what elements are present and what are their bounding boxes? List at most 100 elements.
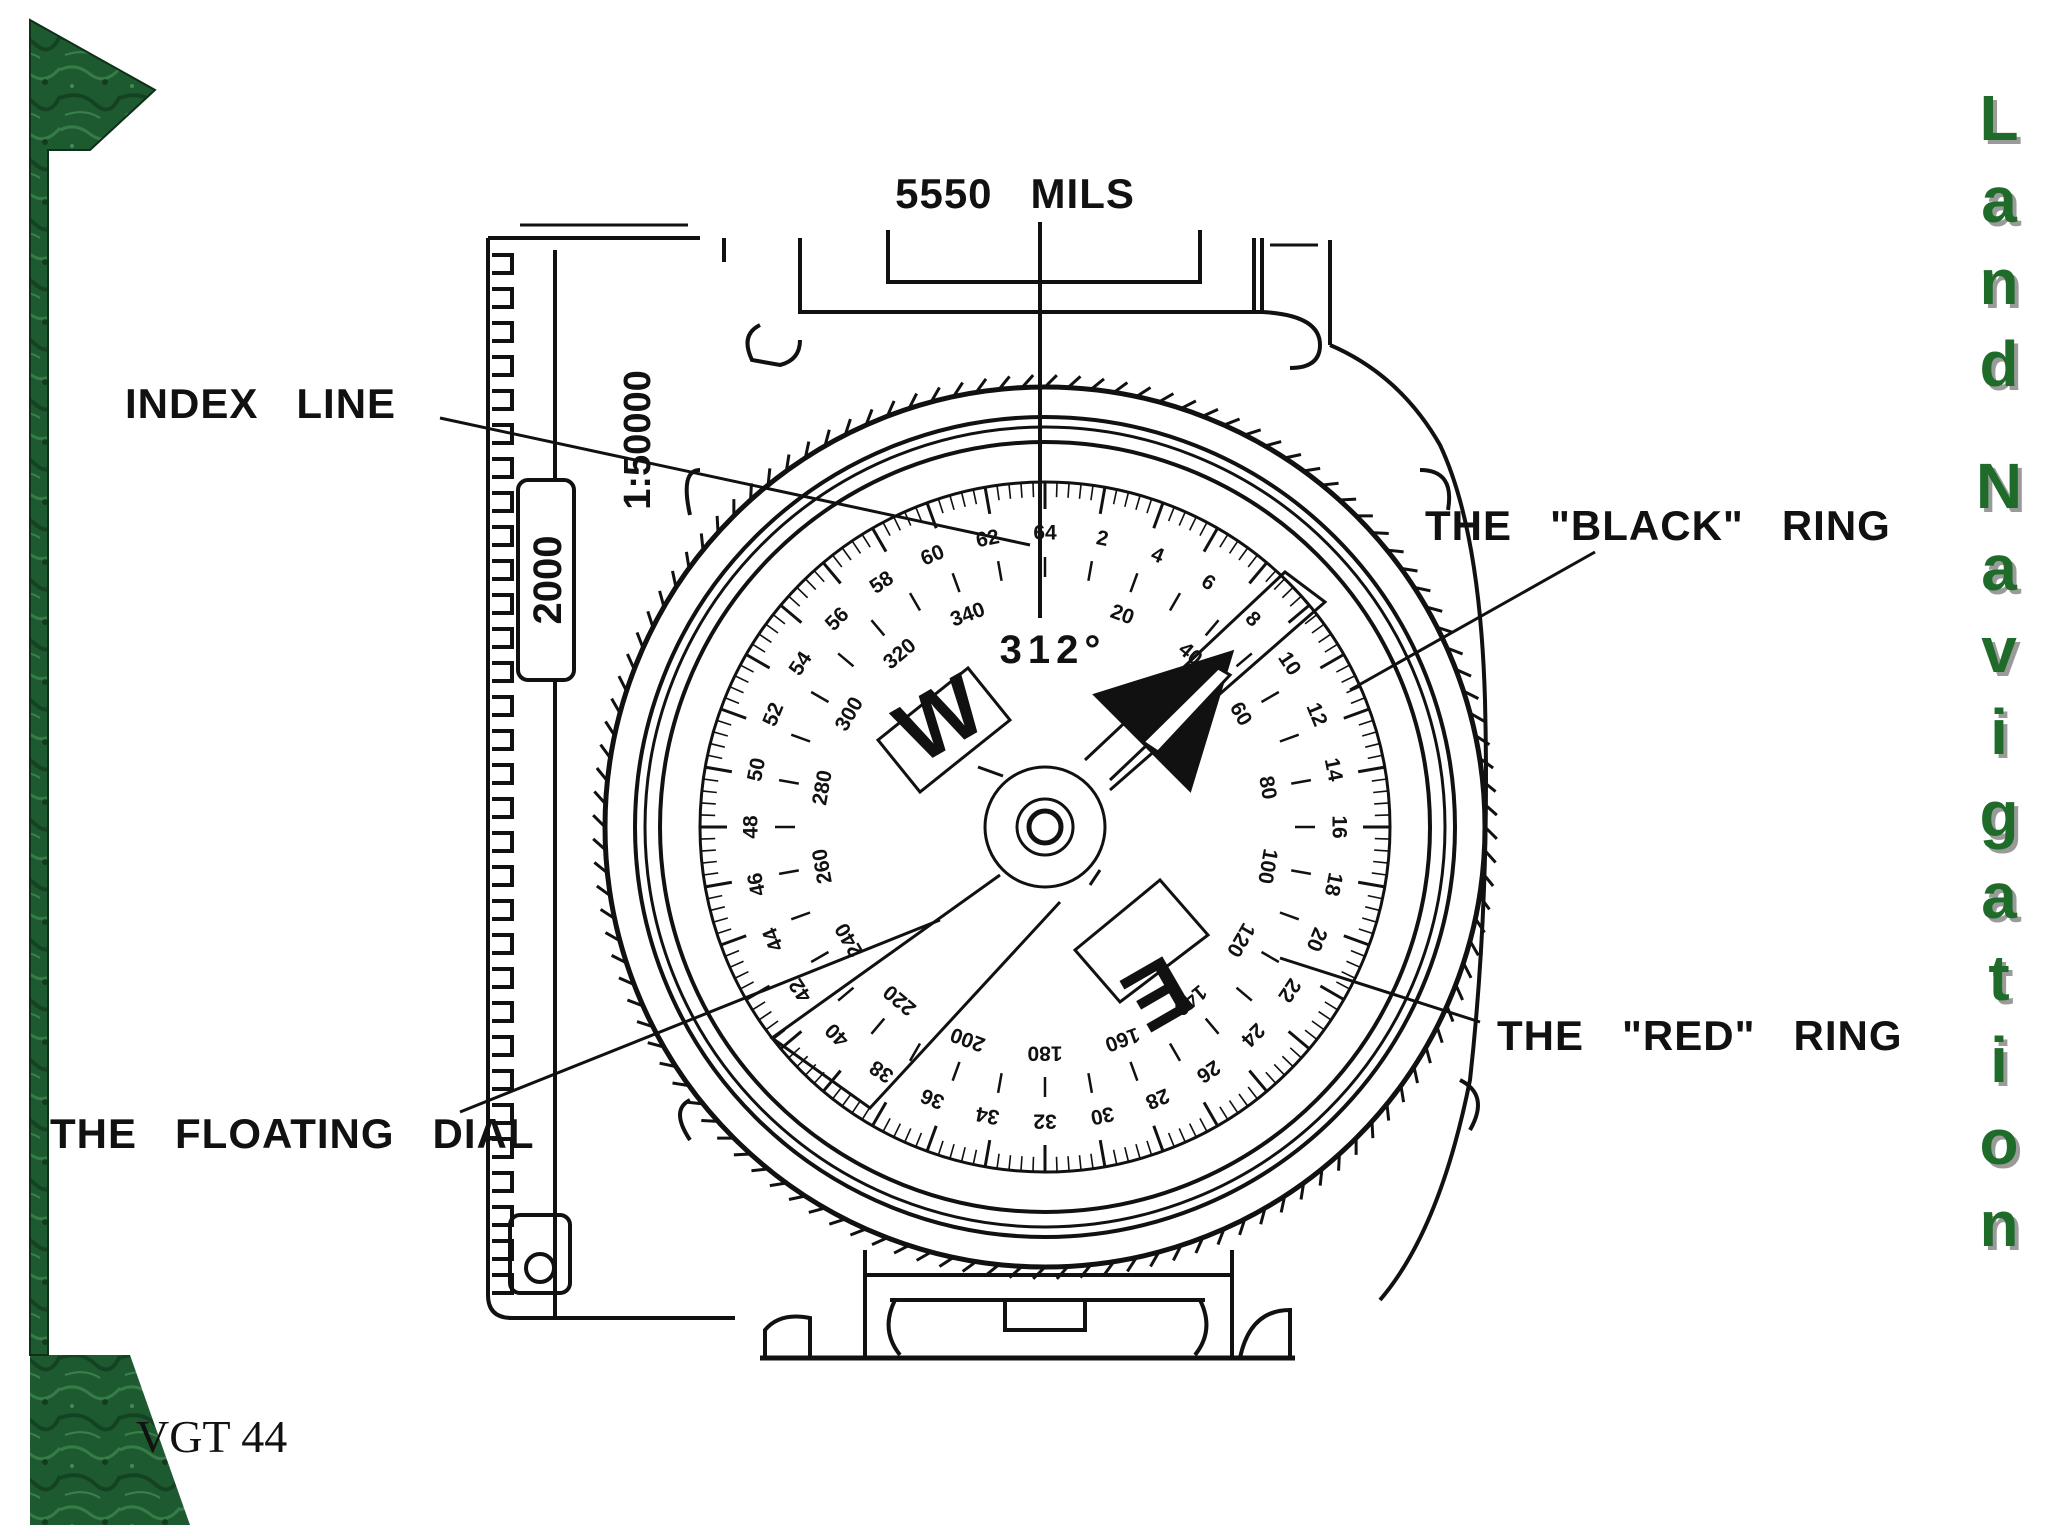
ruler-tick <box>492 287 514 309</box>
side-title-letter: a <box>1981 860 2017 932</box>
degree-tick <box>996 1072 1003 1094</box>
degree-number: 340 <box>947 598 988 632</box>
dial-tick <box>1319 653 1345 670</box>
dial-tick <box>1335 664 1350 673</box>
dial-tick <box>1020 1156 1023 1172</box>
knurl-notch <box>1483 849 1497 864</box>
ruler-tick <box>492 1103 514 1125</box>
dial-tick <box>1152 502 1165 529</box>
degree-tick <box>837 986 855 1002</box>
ruler-tick <box>492 1239 514 1261</box>
callout-black-ring: THE "BLACK" RING <box>1425 502 1891 549</box>
knurl-notch <box>1462 689 1480 700</box>
degree-number: 180 <box>1027 1041 1062 1064</box>
side-title-letter: n <box>1979 1188 2018 1260</box>
knurl-notch <box>701 1119 719 1123</box>
scale-box-value: 2000 <box>526 536 570 625</box>
dial-tick <box>704 880 733 889</box>
dial-tick <box>765 623 779 634</box>
knurl-notch <box>699 533 705 551</box>
mils-number: 48 <box>740 815 763 839</box>
dial-tick <box>1238 547 1249 561</box>
dial-tick <box>851 540 862 554</box>
knurl-notch <box>617 675 628 692</box>
dial-tick <box>1199 1117 1208 1132</box>
north-arrow <box>1092 649 1235 793</box>
knurl-notch <box>1455 667 1472 678</box>
dial-tick <box>871 1101 888 1127</box>
knurl-notch <box>1244 428 1262 437</box>
dial-tick <box>1112 1149 1118 1165</box>
dial-tick <box>758 1010 772 1021</box>
callout-floating-dial: THE FLOATING DIAL <box>50 1110 535 1157</box>
side-title-letter-shadow: i <box>1994 1028 2012 1100</box>
dial-tick <box>724 697 740 705</box>
ruler-tick <box>492 763 514 785</box>
dial-tick <box>851 1100 862 1114</box>
knurl-notch <box>1474 734 1491 746</box>
degree-tick <box>908 1042 922 1062</box>
mils-number: 54 <box>785 647 817 679</box>
side-title-letter: N <box>1976 450 2022 522</box>
dial-tick <box>1008 1155 1012 1171</box>
mils-number: 26 <box>1192 1055 1224 1087</box>
dial-tick <box>1273 578 1286 591</box>
dial-tick <box>713 917 729 923</box>
dial-tick <box>996 1153 1000 1169</box>
knurl-notch <box>599 743 612 760</box>
degree-number: 320 <box>879 634 921 674</box>
degree-tick <box>870 619 886 637</box>
dial-tick <box>1281 586 1294 599</box>
dial-tick <box>1067 1156 1070 1172</box>
ruler-tick <box>492 253 514 275</box>
knurl-notch <box>769 1181 787 1188</box>
knurl-notch <box>885 400 896 417</box>
side-title-letter-shadow: n <box>1983 1192 2022 1264</box>
dial-tick <box>1287 1030 1311 1050</box>
dial-tick <box>713 731 729 737</box>
dial-tick <box>1090 1153 1094 1169</box>
knurl-notch <box>1321 481 1339 487</box>
knurl-notch <box>1436 625 1454 634</box>
knurl-notch <box>1090 377 1105 391</box>
dial-tick <box>1374 837 1390 840</box>
mils-number: 22 <box>1273 974 1305 1006</box>
dial-tick <box>700 814 716 817</box>
degree-number: 240 <box>831 919 868 961</box>
mils-number: 50 <box>743 756 770 783</box>
side-title-letter: d <box>1979 328 2018 400</box>
dial-tick <box>758 633 772 644</box>
dial-tick <box>1188 516 1197 531</box>
side-title-letter: n <box>1979 246 2018 318</box>
dial-tick <box>1374 814 1390 817</box>
compass-body <box>486 223 1488 1361</box>
dial-tick <box>1304 1029 1318 1041</box>
knurl-notch <box>1483 825 1498 840</box>
dial-tick <box>1371 872 1387 876</box>
ruler-tick <box>492 355 514 377</box>
dial-tick <box>1361 917 1377 923</box>
knurl-notch <box>1337 1153 1341 1171</box>
dial-tick <box>1247 554 1259 568</box>
knurl-notch <box>684 551 691 569</box>
dial-tick <box>871 527 888 553</box>
knurl-notch <box>828 1217 846 1226</box>
dial-tick <box>983 486 992 515</box>
dial-tick <box>745 653 771 670</box>
dial-tick <box>1067 482 1070 498</box>
dial-tick <box>1078 483 1082 499</box>
mils-number: 58 <box>866 566 898 598</box>
dial-tick <box>1358 928 1374 935</box>
dial-tick <box>1055 482 1058 498</box>
knurl-notch <box>1370 1121 1375 1139</box>
knurl-notch <box>1279 1195 1287 1213</box>
ruler-tick <box>492 457 514 479</box>
knurl-notch <box>1264 440 1282 448</box>
dial-tick <box>915 1132 923 1148</box>
degree-tick <box>1290 778 1312 785</box>
dial-tick <box>1365 742 1380 748</box>
dial-tick <box>893 1123 902 1138</box>
degree-tick <box>1168 592 1182 612</box>
ruler-tick <box>492 831 514 853</box>
side-title-letter: i <box>1990 1024 2008 1096</box>
